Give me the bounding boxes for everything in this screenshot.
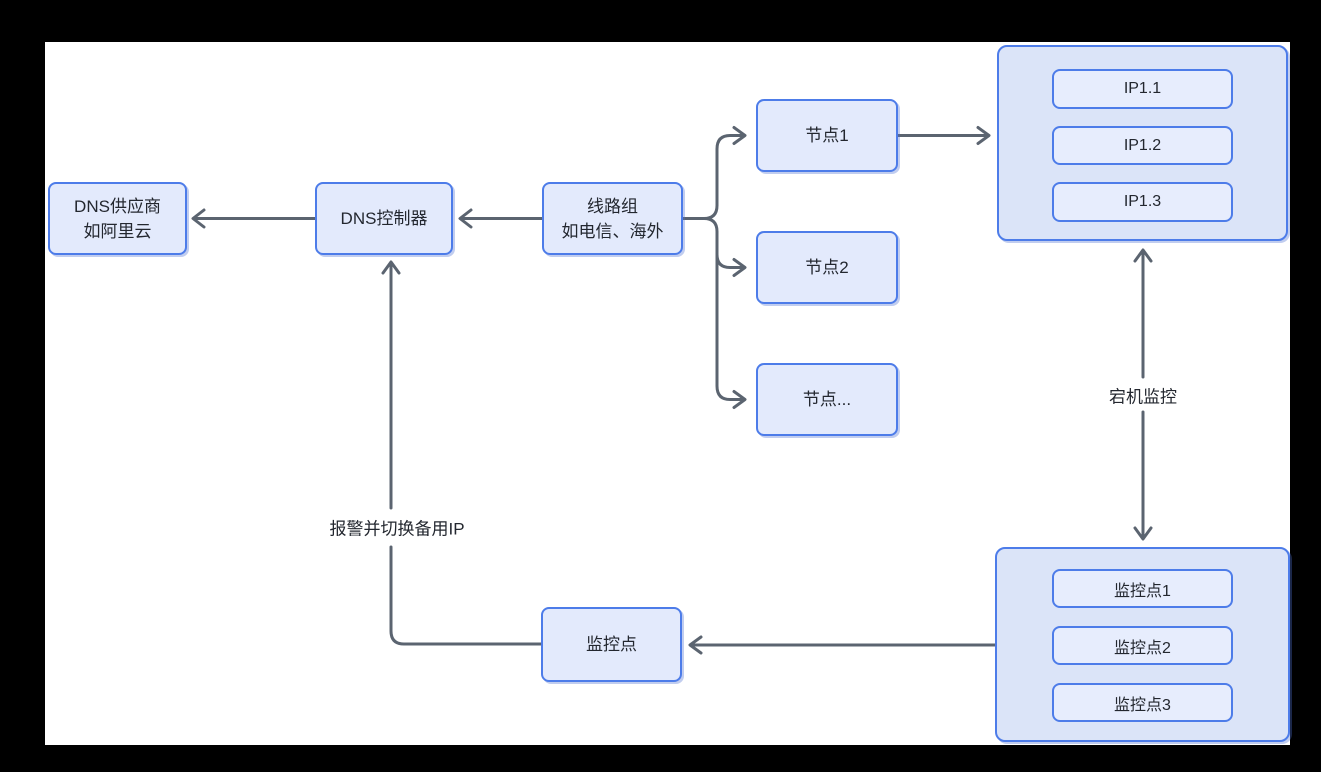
node-line-group[interactable]: 线路组 如电信、海外 <box>542 182 683 255</box>
node-line-group-line2: 如电信、海外 <box>561 221 664 241</box>
arrowhead-right-icon <box>732 390 747 409</box>
edge-controller-to-provider <box>191 208 317 229</box>
node-node1-label: 节点1 <box>805 126 849 145</box>
node-node-more[interactable]: 节点... <box>756 363 898 436</box>
arrowhead-left-icon <box>688 635 703 655</box>
arrowhead-down-icon <box>1133 526 1153 541</box>
edge-linegroup-to-nodes <box>681 126 747 409</box>
node-node2-label: 节点2 <box>805 258 849 277</box>
group-item-ip3-label: IP1.3 <box>1123 193 1162 211</box>
group-monitor-list[interactable]: 监控点1 监控点2 监控点3 <box>995 547 1290 742</box>
arrowhead-right-icon <box>732 258 747 277</box>
arrowhead-up-icon <box>1133 248 1153 263</box>
group-item-ip3[interactable]: IP1.3 <box>1052 182 1233 223</box>
node-dns-provider[interactable]: DNS供应商 如阿里云 <box>48 182 187 255</box>
group-item-monitor1[interactable]: 监控点1 <box>1052 569 1233 608</box>
arrowhead-left-icon <box>458 208 473 229</box>
arrowhead-up-icon <box>381 260 401 275</box>
node-node1[interactable]: 节点1 <box>756 99 898 172</box>
node-dns-provider-line1: DNS供应商 <box>74 196 161 216</box>
group-item-monitor3[interactable]: 监控点3 <box>1052 683 1233 722</box>
group-ip-list[interactable]: IP1.1 IP1.2 IP1.3 <box>997 45 1288 241</box>
node-dns-controller[interactable]: DNS控制器 <box>315 182 453 255</box>
group-item-ip2[interactable]: IP1.2 <box>1052 125 1233 166</box>
edge-ipgroup-monitorgroup <box>1133 248 1153 541</box>
group-item-monitor3-label: 监控点3 <box>1114 696 1171 714</box>
group-item-ip1-label: IP1.1 <box>1123 79 1162 97</box>
arrowhead-right-icon <box>976 126 991 145</box>
node-node2[interactable]: 节点2 <box>756 231 898 304</box>
group-item-ip2-label: IP1.2 <box>1123 136 1162 154</box>
node-line-group-line1: 线路组 <box>587 196 638 216</box>
edge-linegroup-to-controller <box>458 208 544 229</box>
edge-monitorpoint-to-controller <box>381 260 543 646</box>
node-monitor-point-label: 监控点 <box>586 635 637 654</box>
node-monitor-point[interactable]: 监控点 <box>541 607 682 682</box>
group-item-monitor1-label: 监控点1 <box>1114 582 1171 600</box>
node-dns-provider-line2: 如阿里云 <box>83 221 152 241</box>
edge-label-alert-and-switch: 报警并切换备用IP <box>329 519 465 539</box>
edge-node1-to-ipgroup <box>896 126 991 145</box>
edge-label-downtime-monitoring: 宕机监控 <box>1109 387 1177 407</box>
group-item-monitor2[interactable]: 监控点2 <box>1052 626 1233 665</box>
arrowhead-left-icon <box>191 208 206 229</box>
node-dns-controller-label: DNS控制器 <box>340 209 428 228</box>
node-node-more-label: 节点... <box>802 390 852 409</box>
group-item-monitor2-label: 监控点2 <box>1114 639 1171 657</box>
edge-monitorgroup-to-monitorpoint <box>688 635 997 655</box>
arrowhead-right-icon <box>732 126 747 145</box>
group-item-ip1[interactable]: IP1.1 <box>1052 69 1233 109</box>
